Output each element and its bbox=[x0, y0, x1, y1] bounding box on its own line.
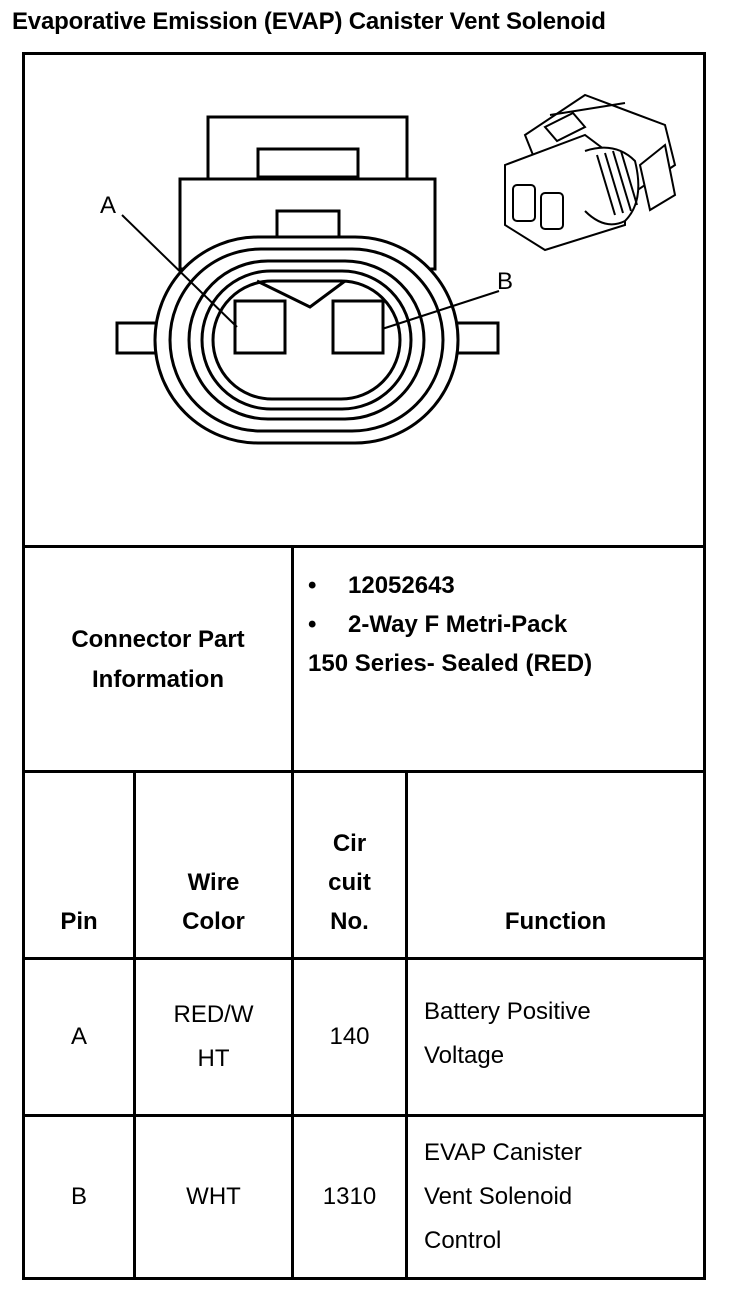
connector-perspective-drawing bbox=[504, 93, 677, 252]
connector-description: 2-Way F Metri-Pack bbox=[348, 611, 568, 638]
bullet-icon: • bbox=[308, 572, 317, 599]
description-item: • 2-Way F Metri-Pack bbox=[308, 605, 698, 644]
connector-table-frame bbox=[22, 52, 706, 1280]
row-b-wire-color: WHT bbox=[186, 1183, 241, 1210]
row-b-pin: B bbox=[70, 1183, 87, 1210]
row-b-circuit: 1310 bbox=[322, 1183, 377, 1210]
divider-col-wire bbox=[291, 770, 294, 1278]
connector-diagram: A B bbox=[25, 55, 703, 545]
header-wire-color: Wire Color bbox=[182, 869, 245, 935]
row-a-wire-color: RED/W HT bbox=[173, 1001, 254, 1072]
divider-info-vertical bbox=[291, 545, 294, 773]
connector-part-info-label: Connector Part Information bbox=[71, 625, 245, 693]
row-b-function: EVAP Canister Vent Solenoid Control bbox=[424, 1139, 582, 1254]
row-a-pin: A bbox=[70, 1023, 87, 1050]
header-pin: Pin bbox=[60, 908, 98, 935]
divider-diagram bbox=[22, 545, 706, 548]
connector-series: 150 Series- Sealed (RED) bbox=[308, 650, 593, 677]
bullet-icon: • bbox=[308, 611, 317, 638]
divider-header bbox=[22, 957, 706, 960]
divider-row-a bbox=[22, 1114, 706, 1117]
header-function: Function bbox=[504, 908, 607, 935]
pin-a-label: A bbox=[100, 192, 116, 219]
page-title: Evaporative Emission (EVAP) Canister Ven… bbox=[12, 8, 606, 35]
header-circuit-no: Cir cuit No. bbox=[328, 830, 371, 935]
row-a-function: Battery Positive Voltage bbox=[424, 998, 591, 1069]
divider-col-pin bbox=[133, 770, 136, 1278]
part-number: 12052643 bbox=[348, 572, 455, 599]
divider-col-circuit bbox=[405, 770, 408, 1278]
divider-info bbox=[22, 770, 706, 773]
connector-face-drawing: A B bbox=[100, 93, 677, 445]
part-number-item: • 12052643 bbox=[308, 566, 698, 605]
pin-b-label: B bbox=[497, 268, 513, 295]
connector-part-info-value: • 12052643 • 2-Way F Metri-Pack 150 Seri… bbox=[308, 566, 698, 683]
row-a-circuit: 140 bbox=[329, 1023, 370, 1050]
